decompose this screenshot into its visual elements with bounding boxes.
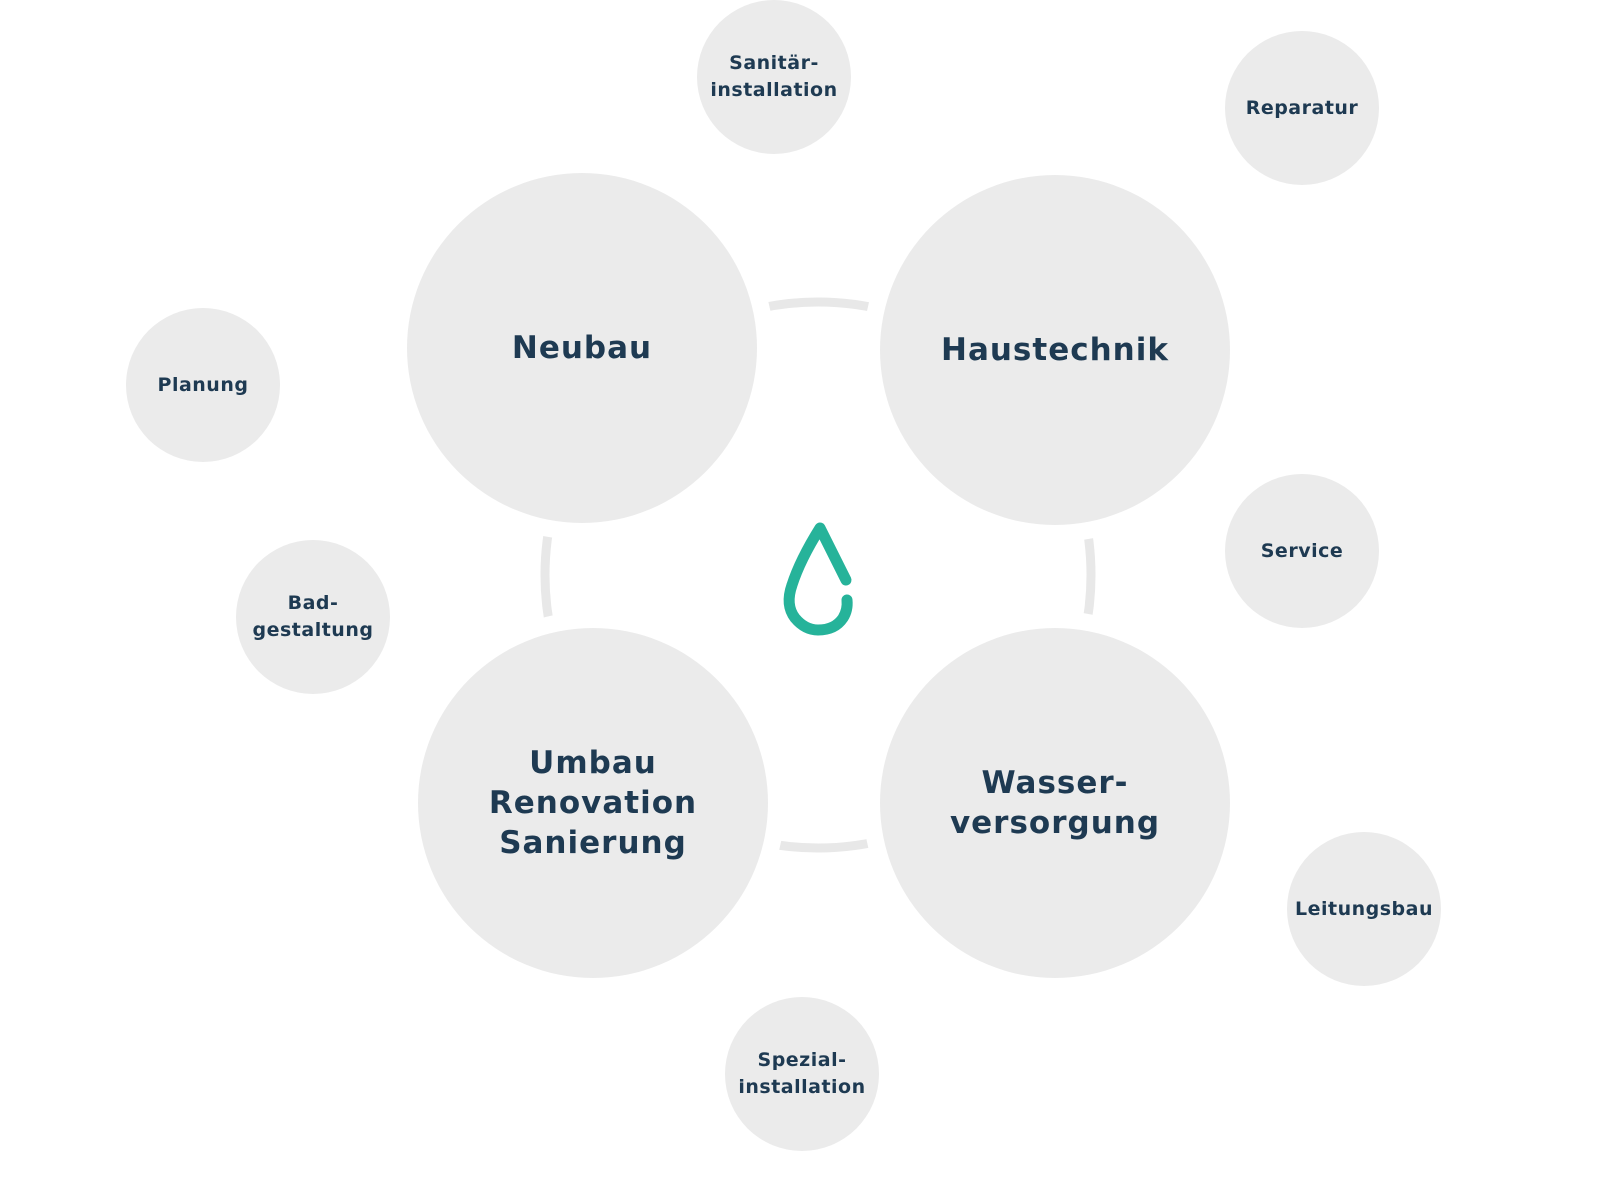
sub-planung: Planung xyxy=(126,308,280,462)
topic-label: Neubau xyxy=(511,330,653,366)
topic-neubau: Neubau xyxy=(407,173,757,523)
topic-label: Wasser- versorgung xyxy=(949,765,1161,841)
sub-label: Service xyxy=(1260,539,1344,562)
sub-label: Sanitär- installation xyxy=(710,52,838,101)
sub-badgestaltung: Bad- gestaltung xyxy=(236,540,390,694)
topic-umbau: Umbau Renovation Sanierung xyxy=(418,628,768,978)
sub-sanitaerinstallation: Sanitär- installation xyxy=(697,0,851,154)
sub-label: Reparatur xyxy=(1245,96,1359,119)
sub-leitungsbau: Leitungsbau xyxy=(1287,832,1441,986)
topic-wasserversorgung: Wasser- versorgung xyxy=(880,628,1230,978)
topic-label: Haustechnik xyxy=(941,332,1169,368)
topic-label: Umbau Renovation Sanierung xyxy=(488,745,698,861)
sub-label: Bad- gestaltung xyxy=(252,592,374,641)
topic-haustechnik: Haustechnik xyxy=(880,175,1230,525)
sub-service: Service xyxy=(1225,474,1379,628)
sub-label: Spezial- installation xyxy=(738,1049,866,1098)
sub-spezialinstallation: Spezial- installation xyxy=(725,997,879,1151)
water-drop-icon xyxy=(783,522,853,636)
sub-label: Leitungsbau xyxy=(1295,897,1433,920)
sub-label: Planung xyxy=(157,373,249,396)
sub-reparatur: Reparatur xyxy=(1225,31,1379,185)
